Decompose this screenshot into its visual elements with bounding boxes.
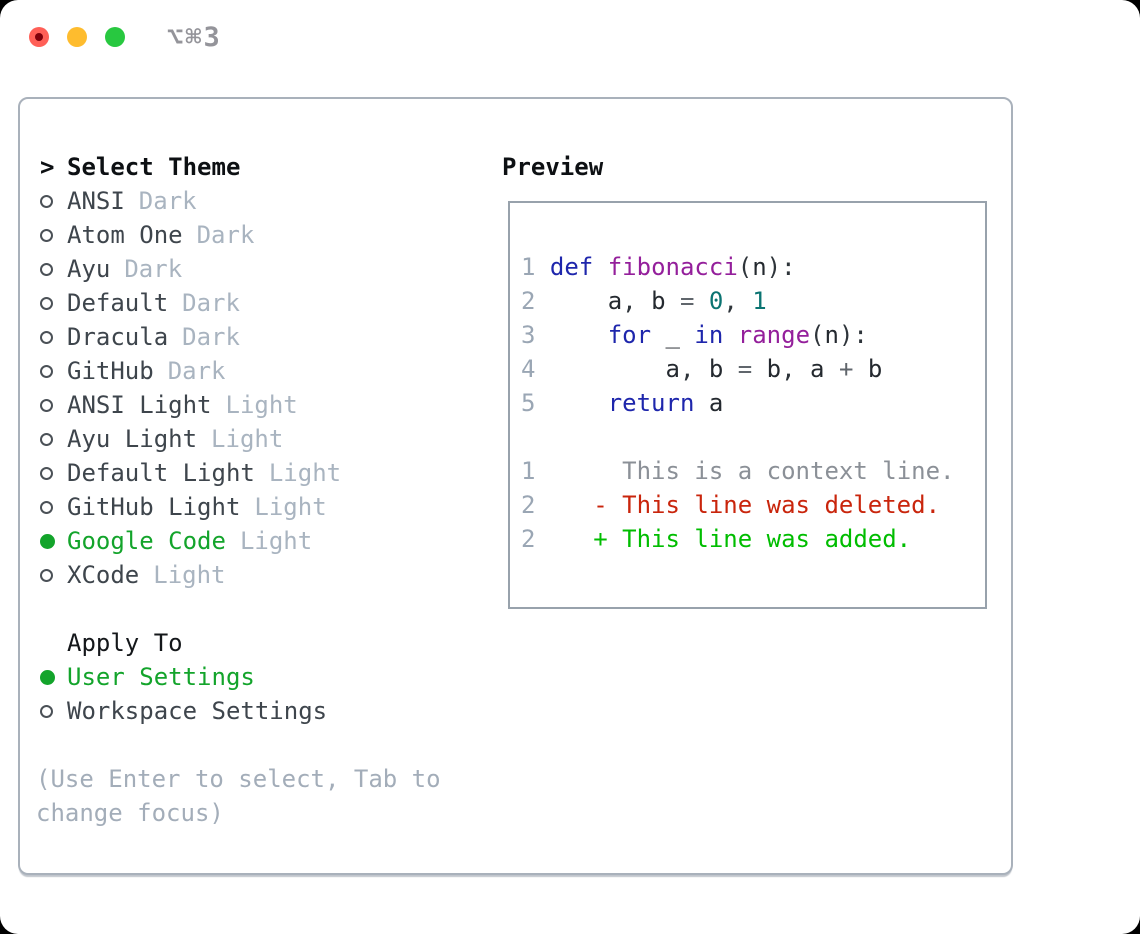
divider: [40, 728, 441, 762]
theme-item-label: Default: [67, 289, 169, 317]
code-line: 2 + This line was added.: [521, 525, 912, 553]
theme-item-label: Ayu Light: [67, 425, 198, 453]
theme-item-variant: Light: [211, 425, 284, 453]
theme-item[interactable]: GitHub Light Light: [40, 490, 441, 524]
theme-item-label: ANSI Light: [67, 391, 212, 419]
theme-item[interactable]: Default Light Light: [40, 456, 441, 490]
theme-item[interactable]: ANSI Dark: [40, 184, 441, 218]
select-theme-title: Select Theme: [67, 153, 241, 181]
theme-item[interactable]: Dracula Dark: [40, 320, 441, 354]
code-line: [521, 420, 955, 454]
theme-item[interactable]: Default Dark: [40, 286, 441, 320]
apply-target-item[interactable]: User Settings: [40, 660, 441, 694]
radio-icon: [40, 466, 67, 480]
code-line: 1 def fibonacci(n):: [521, 253, 796, 281]
theme-item-label: Atom One: [67, 221, 183, 249]
apply-to-header: Apply To: [40, 626, 441, 660]
code-line: 4 a, b = b, a + b: [521, 355, 883, 383]
radio-icon: [40, 500, 67, 514]
window-title-shortcut: ⌥⌘3: [167, 22, 222, 53]
theme-item-label: XCode: [67, 561, 140, 589]
radio-icon: [40, 704, 67, 718]
theme-item-label: GitHub Light: [67, 493, 241, 521]
radio-icon: [40, 364, 67, 378]
theme-item-variant: Dark: [138, 187, 197, 215]
code-line: 2 a, b = 0, 1: [521, 287, 767, 315]
theme-item[interactable]: ANSI Light Light: [40, 388, 441, 422]
divider: [40, 592, 441, 626]
theme-item[interactable]: Google Code Light: [40, 524, 441, 558]
theme-item[interactable]: XCode Light: [40, 558, 441, 592]
select-theme-header: > Select Theme: [40, 150, 441, 184]
radio-icon: [40, 296, 67, 310]
code-line: 2 - This line was deleted.: [521, 491, 941, 519]
theme-item-label: GitHub: [67, 357, 154, 385]
theme-item-variant: Light: [268, 459, 342, 487]
theme-item-label: Dracula: [67, 323, 169, 351]
code-line: 3 for _ in range(n):: [521, 321, 868, 349]
theme-item-variant: Dark: [196, 221, 255, 249]
prompt-cursor: >: [40, 153, 55, 181]
hint-line: change focus): [36, 799, 224, 827]
radio-icon: [40, 398, 67, 412]
zoom-button[interactable]: [105, 27, 125, 47]
code-line: 5 return a: [521, 389, 724, 417]
close-button[interactable]: [29, 27, 49, 47]
radio-selected-icon: [40, 533, 67, 549]
minimize-button[interactable]: [67, 27, 87, 47]
radio-selected-icon: [40, 669, 67, 685]
apply-target-item-label: User Settings: [67, 663, 255, 691]
preview-title: Preview: [502, 153, 604, 181]
preview-header: Preview: [502, 150, 603, 184]
theme-item-variant: Dark: [182, 323, 240, 351]
theme-item-label: Google Code: [67, 527, 226, 555]
apply-to-title: Apply To: [67, 629, 183, 657]
theme-item-variant: Dark: [124, 255, 183, 283]
theme-item[interactable]: Atom One Dark: [40, 218, 441, 252]
preview-box: 1 def fibonacci(n): 2 a, b = 0, 1 3 for _ …: [508, 201, 987, 609]
theme-item-variant: Light: [254, 493, 327, 521]
radio-icon: [40, 432, 67, 446]
hint-text: (Use Enter to select, Tab to change focu…: [36, 762, 441, 830]
radio-icon: [40, 194, 67, 208]
theme-item[interactable]: GitHub Dark: [40, 354, 441, 388]
theme-item-label: Ayu: [67, 255, 111, 283]
code-preview: 1 def fibonacci(n): 2 a, b = 0, 1 3 for _ …: [521, 250, 955, 556]
theme-item-variant: Dark: [182, 289, 240, 317]
theme-item[interactable]: Ayu Light Light: [40, 422, 441, 456]
apply-target-item[interactable]: Workspace Settings: [40, 694, 441, 728]
unsaved-indicator-icon: [35, 33, 43, 41]
theme-item-variant: Light: [225, 391, 298, 419]
theme-item-variant: Dark: [167, 357, 226, 385]
radio-icon: [40, 262, 67, 276]
theme-item-variant: Light: [239, 527, 313, 555]
theme-item-label: ANSI: [67, 187, 125, 215]
hint-line: (Use Enter to select, Tab to: [36, 765, 441, 793]
theme-item[interactable]: Ayu Dark: [40, 252, 441, 286]
code-line: 1 This is a context line.: [521, 457, 955, 485]
radio-icon: [40, 228, 67, 242]
radio-icon: [40, 330, 67, 344]
radio-icon: [40, 568, 67, 582]
theme-item-label: Default Light: [67, 459, 255, 487]
apply-target-item-label: Workspace Settings: [67, 697, 328, 725]
theme-item-variant: Light: [153, 561, 226, 589]
